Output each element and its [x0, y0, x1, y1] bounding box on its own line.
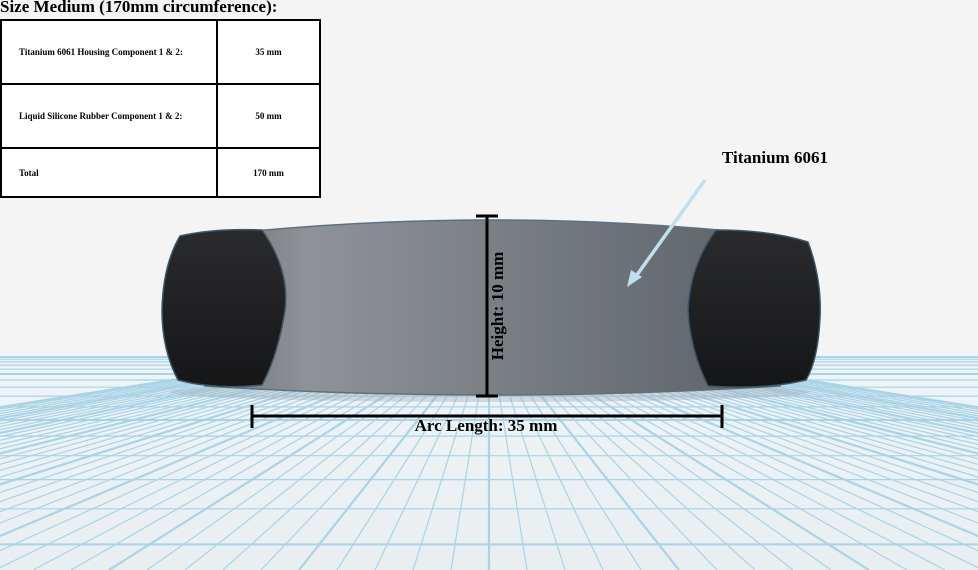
material-callout-label: Titanium 6061 — [722, 148, 828, 167]
grid-line — [0, 354, 346, 420]
row-label: Liquid Silicone Rubber Component 1 & 2: — [0, 83, 218, 149]
grid-line — [0, 355, 395, 465]
grid-line — [0, 355, 333, 412]
grid-line — [575, 355, 978, 478]
grid-line — [612, 354, 978, 435]
grid-line — [583, 355, 978, 465]
spec-table: Titanium 6061 Housing Component 1 & 2: 3… — [0, 19, 321, 198]
grid-line — [645, 355, 978, 412]
grid-line — [591, 354, 978, 455]
grid-line — [579, 355, 978, 472]
grid-line — [608, 355, 978, 438]
grid-line — [0, 354, 408, 486]
row-value: 35 mm — [216, 19, 321, 85]
grid-line — [632, 354, 978, 420]
grid-line — [649, 355, 978, 410]
grid-line — [0, 355, 337, 415]
grid-line — [628, 355, 978, 422]
grid-line — [0, 355, 403, 478]
silicone-cap-left — [161, 228, 287, 388]
table-row: Titanium 6061 Housing Component 1 & 2: 3… — [0, 19, 321, 85]
grid-line — [587, 355, 978, 460]
row-value: 170 mm — [216, 147, 321, 198]
grid-line — [653, 354, 978, 409]
row-value: 50 mm — [216, 83, 321, 149]
height-label: Height: 10 mm — [488, 251, 507, 361]
grid-line — [0, 355, 370, 438]
grid-line — [0, 354, 366, 435]
row-label: Titanium 6061 Housing Component 1 & 2: — [0, 19, 218, 85]
height-dimension-line — [476, 214, 498, 398]
callout-arrow — [627, 178, 707, 287]
grid-line — [0, 355, 358, 428]
arc-length-dimension-line — [250, 405, 724, 428]
silicone-cap-right — [687, 229, 821, 388]
grid-line — [0, 355, 329, 410]
grid-line — [0, 354, 325, 409]
grid-line — [0, 355, 379, 446]
grid-line — [641, 355, 978, 415]
spec-title: Size Medium (170mm circumference): — [0, 0, 278, 16]
grid-line — [0, 354, 387, 455]
bracelet-band-model[interactable] — [161, 219, 821, 402]
grid-line — [637, 355, 978, 417]
grid-line — [0, 355, 362, 431]
table-row: Liquid Silicone Rubber Component 1 & 2: … — [0, 83, 321, 149]
grid-line — [0, 355, 391, 460]
grid-line — [620, 355, 978, 428]
grid-line — [0, 355, 383, 450]
table-row: Total 170 mm — [0, 147, 321, 198]
grid-line — [0, 355, 341, 417]
grid-line — [0, 355, 354, 425]
grid-line — [0, 355, 374, 441]
grid-line — [624, 355, 978, 425]
grid-line — [595, 355, 978, 450]
grid-line — [599, 355, 978, 446]
grid-line — [0, 355, 350, 422]
grid-line — [0, 355, 399, 472]
arc-length-label: Arc Length: 35 mm — [414, 416, 558, 435]
grid-line — [616, 355, 978, 431]
grid-line — [604, 355, 978, 441]
row-label: Total — [0, 147, 218, 198]
